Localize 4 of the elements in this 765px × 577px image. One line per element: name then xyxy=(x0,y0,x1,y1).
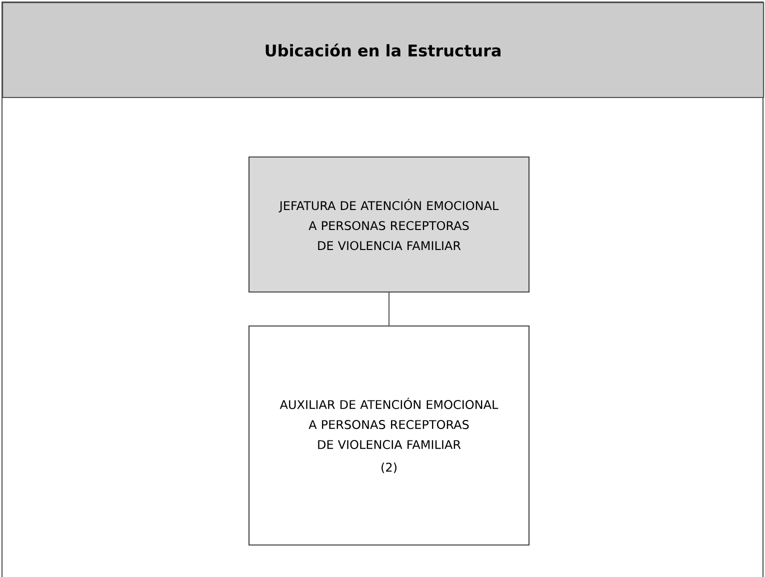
title-band: Ubicación en la Estructura xyxy=(2,2,764,98)
connector-line xyxy=(388,292,390,326)
org-box: AUXILIAR DE ATENCIÓN EMOCIONAL A PERSONAS RECEPTORAS DE VIOLENCIA FAMILIAR (2) xyxy=(248,325,530,546)
org-box: JEFATURA DE ATENCIÓN EMOCIONAL A PERSONAS RECEPTORAS DE VIOLENCIA FAMILIAR xyxy=(248,156,530,293)
